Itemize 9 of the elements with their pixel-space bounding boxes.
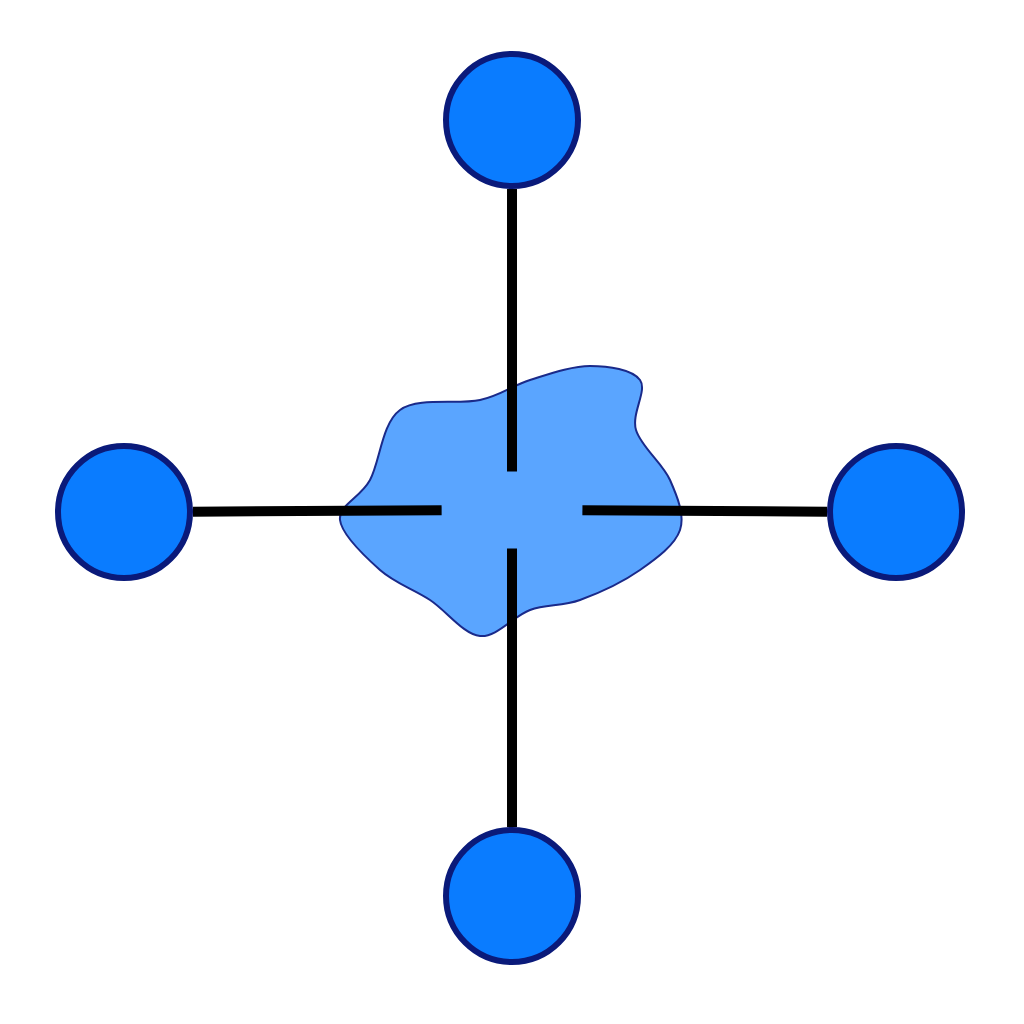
connector-line [582,505,828,517]
circle-node [443,827,581,965]
connector-line [193,505,442,517]
connector-line [507,189,517,472]
circle-node [55,443,193,581]
circle-node [827,443,965,581]
circle-node [443,51,581,189]
connector-line [507,548,517,827]
blob-shape [339,365,683,637]
